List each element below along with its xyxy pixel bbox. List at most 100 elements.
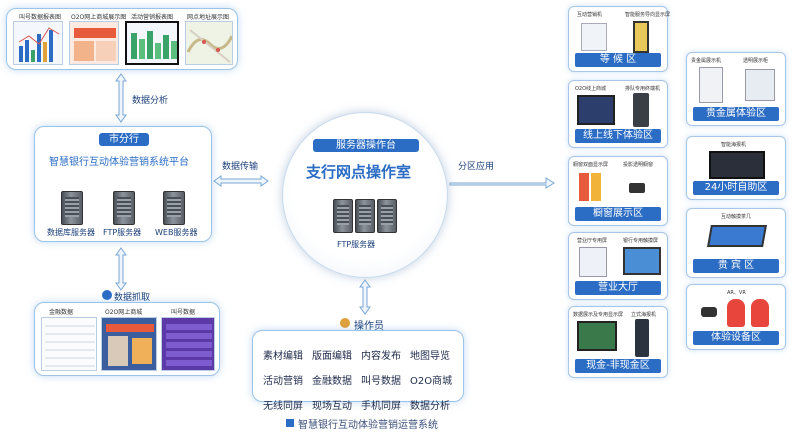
op-finance-data: 金融数据	[312, 376, 352, 387]
footer-caption: 智慧银行互动体验营销运营系统	[298, 420, 438, 431]
zone-waiting: 互动营销机 智能服务导向显示屏 等 候 区	[568, 6, 671, 72]
center-ftp-server-icon-2	[355, 199, 375, 233]
op-layout-edit: 版面编辑	[312, 351, 352, 362]
queue-terminal-icon	[633, 93, 649, 127]
shot-label-campaign: 活动营销报表图	[131, 14, 174, 21]
hall-screen-icon	[579, 247, 607, 277]
center-ftp-server-label: FTP服务器	[337, 240, 376, 249]
window-screen-icon-2	[591, 173, 601, 201]
op-o2o-mall: O2O商城	[410, 376, 453, 387]
op-live-interaction: 现场互动	[312, 401, 352, 412]
operator-functions: 素材编辑 版面编辑 内容发布 地图导览 活动营销 金融数据 叫号数据 O2O商城…	[263, 347, 459, 412]
city-branch-title: 市分行	[99, 133, 149, 146]
data-fetch-arrow	[115, 247, 127, 291]
zone-hall-item-1: 营业厅专用屏	[577, 238, 608, 244]
operator-panel: 素材编辑 版面编辑 内容发布 地图导览 活动营销 金融数据 叫号数据 O2O商城…	[252, 330, 464, 412]
zone-cash-noncash: 数据展示及专用显示屏 立式海报机 现金-非现金区	[568, 306, 668, 378]
platform-subtitle: 智慧银行互动体验营销系统平台	[49, 157, 189, 168]
queue-data-label: 叫号数据	[171, 309, 196, 316]
zone-24h-self-service: 智能海报机 24小时自助区	[686, 136, 786, 200]
data-analysis-label: 数据分析	[132, 96, 169, 106]
zone-metal-item-2: 透明展示柜	[743, 58, 769, 64]
zone-apply-label: 分区应用	[458, 162, 495, 172]
center-ftp-server-icon-3	[377, 199, 397, 233]
touch-table-icon	[707, 225, 767, 247]
footer-bullet-icon	[286, 419, 294, 427]
op-wireless-cast: 无线同屏	[263, 401, 303, 412]
zone-precious-metal: 贵金属展示机 透明展示柜 贵金属体验区	[686, 52, 786, 126]
o2o-mall-data-screenshot	[101, 317, 157, 371]
zone-vip-title: 贵 宾 区	[693, 259, 779, 273]
projector-icon	[629, 183, 645, 193]
zone-metal-item-1: 贵金属展示机	[691, 58, 722, 64]
zone-metal-title: 贵金属体验区	[693, 107, 779, 121]
zone-business-hall: 营业厅专用屏 银行专用触摸屏 营业大厅	[568, 232, 668, 300]
shot-label-queue: 叫号数据报表图	[19, 14, 62, 21]
operator-arrow	[359, 279, 371, 315]
fetch-person-icon	[102, 290, 112, 300]
finance-data-screenshot	[41, 317, 97, 371]
zone-waiting-title: 等 候 区	[575, 53, 661, 67]
zone-cash-item-1: 数据展示及专用显示屏	[573, 312, 624, 318]
city-branch-panel: 市分行 智慧银行互动体验营销系统平台 数据库服务器 FTP服务器 WEB服务器	[34, 126, 212, 242]
op-material-edit: 素材编辑	[263, 351, 303, 362]
zone-hall-title: 营业大厅	[575, 281, 661, 295]
web-server-label: WEB服务器	[155, 228, 198, 237]
op-campaign: 活动营销	[263, 376, 303, 387]
zone-cash-item-2: 立式海报机	[631, 312, 657, 318]
vr-seat-icon-1	[727, 299, 745, 327]
zone-window-display: 橱窗双面显示屏 投影透明橱窗 橱窗展示区	[568, 156, 668, 226]
o2o-mall-screenshot	[69, 21, 119, 65]
data-transfer-label: 数据传输	[222, 162, 259, 172]
op-data-analysis: 数据分析	[410, 401, 450, 412]
zone-device-item-1: AR、VR	[727, 290, 746, 296]
zone-waiting-item-2: 智能服务导向显示屏	[625, 12, 671, 18]
ftp-server-icon	[113, 191, 135, 225]
operator-title: 操作员	[354, 321, 384, 332]
data-display-screen-icon	[577, 321, 617, 351]
shot-label-o2o: O2O网上商城展示图	[71, 14, 127, 21]
zone-online-item-2: 排队专用终端机	[625, 86, 661, 92]
database-server-label: 数据库服务器	[47, 228, 95, 237]
queue-report-screenshot	[13, 21, 63, 65]
metal-kiosk-icon	[699, 67, 723, 103]
zone-online-offline: O2O线上商城 排队专用终端机 线上线下体验区	[568, 80, 668, 148]
queue-data-screenshot	[161, 317, 215, 371]
op-map-guide: 地图导览	[410, 351, 450, 362]
branch-map-screenshot	[185, 21, 233, 65]
hall-touch-screen-icon	[623, 247, 661, 275]
data-analysis-arrow	[115, 73, 127, 123]
interactive-kiosk-icon	[581, 23, 607, 51]
operator-icon	[340, 318, 350, 328]
guide-display-icon	[633, 21, 649, 53]
zone-window-item-2: 投影透明橱窗	[623, 162, 654, 168]
data-fetch-label: 数据抓取	[114, 293, 151, 303]
ftp-server-label: FTP服务器	[103, 228, 142, 237]
op-queue-data: 叫号数据	[361, 376, 401, 387]
shot-label-map: 网点地址展示图	[187, 14, 230, 21]
op-content-publish: 内容发布	[361, 351, 401, 362]
campaign-report-screenshot	[125, 21, 179, 65]
web-server-icon	[163, 191, 185, 225]
finance-data-label: 金融数据	[49, 309, 74, 316]
data-transfer-arrow	[213, 175, 269, 187]
zone-waiting-item-1: 互动营销机	[577, 12, 603, 18]
server-console-header: 服务器操作台	[313, 139, 419, 152]
zone-vip-item-1: 互动触摸茶几	[721, 214, 752, 220]
vr-seat-icon-2	[751, 299, 769, 327]
zone-experience-devices: AR、VR 体验设备区	[686, 284, 786, 350]
o2o-terminal-icon	[577, 95, 615, 125]
poster-machine-icon	[635, 319, 649, 357]
zone-24h-item-1: 智能海报机	[721, 142, 747, 148]
o2o-mall-data-label: O2O网上商城	[105, 309, 143, 316]
zone-online-item-1: O2O线上商城	[575, 86, 607, 92]
zone-online-title: 线上线下体验区	[575, 129, 661, 143]
analytics-screens-panel: 叫号数据报表图 O2O网上商城展示图 活动营销报表图 网点地址展示图	[6, 8, 238, 70]
display-cabinet-icon	[745, 69, 775, 101]
window-screen-icon-1	[579, 173, 589, 201]
zone-24h-title: 24小时自助区	[693, 181, 779, 195]
zone-window-item-1: 橱窗双面显示屏	[573, 162, 609, 168]
op-phone-cast: 手机同屏	[361, 401, 401, 412]
database-server-icon	[61, 191, 83, 225]
